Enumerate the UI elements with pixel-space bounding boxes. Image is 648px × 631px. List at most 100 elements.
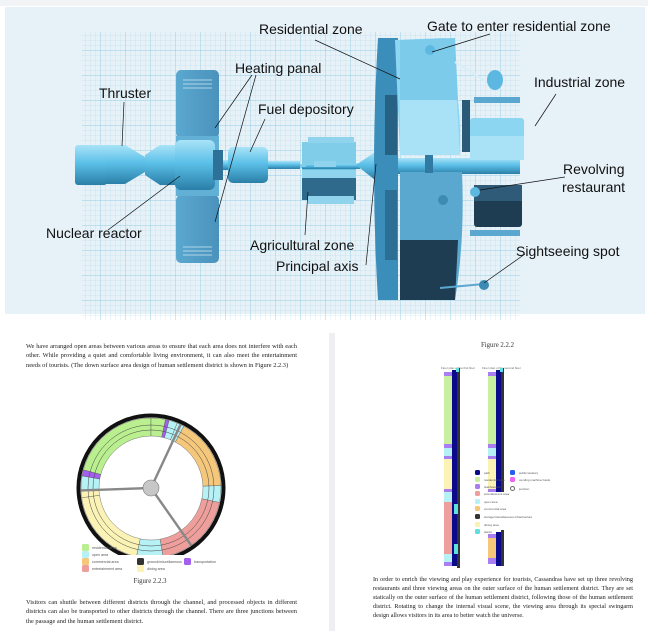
legend-item: plants xyxy=(475,529,492,534)
ring-spoke xyxy=(150,487,193,547)
legend-label: entertainment area xyxy=(92,566,123,571)
ring-track-line xyxy=(87,424,215,552)
plan2-stair-elevator xyxy=(488,489,496,492)
legend-label: commercial area xyxy=(92,559,119,564)
plan1-plants xyxy=(454,544,458,554)
legend-label: plants xyxy=(484,529,493,534)
leader-lines xyxy=(107,33,566,284)
legend-item: commercial area xyxy=(82,558,119,565)
legend-item: entertainment area xyxy=(82,565,122,572)
plan2-residential-area xyxy=(488,376,496,444)
legend-label: residential area xyxy=(92,545,117,550)
legend-swatch xyxy=(510,486,515,491)
legend-item: residential area xyxy=(82,544,117,551)
ring-outer-wall xyxy=(76,413,226,555)
legend-swatch xyxy=(82,551,89,558)
plan1-stair-elevator xyxy=(444,489,452,492)
plan2-open-area xyxy=(488,448,496,456)
label-revolving-restaurant-2: restaurant xyxy=(562,179,626,195)
plan2-stair xyxy=(488,558,496,564)
top-strip xyxy=(0,0,648,6)
legend-swatch xyxy=(475,484,480,489)
legend-swatch xyxy=(475,499,480,504)
legend-swatch xyxy=(82,565,89,572)
plan1-stair-elevator xyxy=(444,444,452,448)
plan1-plants xyxy=(454,504,458,514)
plan1-stair-elevator xyxy=(444,562,452,566)
legend-swatch xyxy=(510,477,515,482)
plan2-plants xyxy=(500,368,503,372)
sightseeing-spot xyxy=(439,280,489,290)
plan2-stair-elevator xyxy=(488,444,496,448)
label-residential-zone: Residential zone xyxy=(259,21,363,37)
legend-swatch xyxy=(475,470,480,475)
legend-item: junction xyxy=(510,486,529,491)
figure-caption-2-2-3: Figure 2.2.3 xyxy=(133,578,167,585)
page-divider xyxy=(329,333,335,631)
legend-item: path xyxy=(475,470,490,475)
plan1-residential-area xyxy=(444,376,452,444)
label-heating-panal: Heating panal xyxy=(235,60,322,76)
legend-item: dining area xyxy=(137,565,165,572)
plan1-open-area xyxy=(444,492,452,502)
legend-label: residential area xyxy=(484,477,505,482)
fuel-depository xyxy=(223,147,300,183)
legend-label: commercial area xyxy=(484,506,507,511)
legend-label: vending machine/ kiosk xyxy=(519,477,551,482)
legend-swatch xyxy=(137,565,144,572)
legend-swatch xyxy=(82,558,89,565)
plan2-stair xyxy=(488,534,496,538)
plan2-stair-elevator xyxy=(488,456,496,459)
plan2-stair-elevator xyxy=(488,372,496,376)
left-document-page xyxy=(0,320,328,631)
legend-swatch xyxy=(137,558,144,565)
plan1-path xyxy=(452,370,457,566)
legend-item: open area xyxy=(82,551,108,558)
legend-swatch xyxy=(475,477,480,482)
label-gate: Gate to enter residential zone xyxy=(427,18,611,34)
legend-label: path xyxy=(484,470,490,475)
legend-item: transportation xyxy=(184,558,216,565)
space-station-diagram xyxy=(75,32,566,320)
plan1-stair-elevator xyxy=(444,372,452,376)
plan2-storage xyxy=(501,368,504,492)
legend-swatch xyxy=(475,529,480,534)
legend-swatch xyxy=(475,506,480,511)
legend-swatch xyxy=(184,558,191,565)
ring-segment-transportation xyxy=(81,469,102,480)
paragraph-open-areas: We have arranged open areas between vari… xyxy=(26,343,297,369)
legend-swatch xyxy=(475,522,480,527)
nuclear-reactor xyxy=(145,140,223,190)
plan2-path xyxy=(496,370,501,492)
legend-item: dining area xyxy=(475,522,499,527)
floor-plans xyxy=(444,368,504,568)
legend-swatch xyxy=(82,544,89,551)
label-thruster: Thruster xyxy=(99,85,152,101)
label-sightseeing-spot: Sightseeing spot xyxy=(516,243,620,259)
thruster xyxy=(75,145,145,185)
plan2-dining-area xyxy=(488,459,496,489)
plan1-plants xyxy=(456,368,459,372)
plan1-dining-area xyxy=(444,459,452,489)
legend-item: stair/elevator xyxy=(475,484,501,489)
plan1-stair-elevator xyxy=(444,456,452,459)
legend-item: commercial area xyxy=(475,506,506,511)
legend-item: open area xyxy=(475,499,498,504)
legend-label: dining area xyxy=(484,522,499,527)
plan1-open-area xyxy=(444,448,452,456)
legend-item: public lavatory xyxy=(510,470,538,475)
gate xyxy=(454,61,503,90)
ring-spoke xyxy=(149,424,182,489)
plan1-storage xyxy=(457,368,460,568)
ring-spoke xyxy=(81,486,152,492)
legend-label: storage/miscellaneous infrastructure xyxy=(484,514,533,519)
legend-label: open area xyxy=(92,552,109,557)
legend-item: ground/miscellaneous xyxy=(137,558,182,565)
legend-label: ground/miscellaneous xyxy=(147,559,182,564)
legend-label: junction xyxy=(519,486,530,491)
legend-item: entertainment area xyxy=(475,491,509,496)
legend-swatch xyxy=(510,470,515,475)
legend-label: dining area xyxy=(147,566,165,571)
plan1-open-area xyxy=(444,554,452,562)
legend-label: open area xyxy=(484,499,498,504)
